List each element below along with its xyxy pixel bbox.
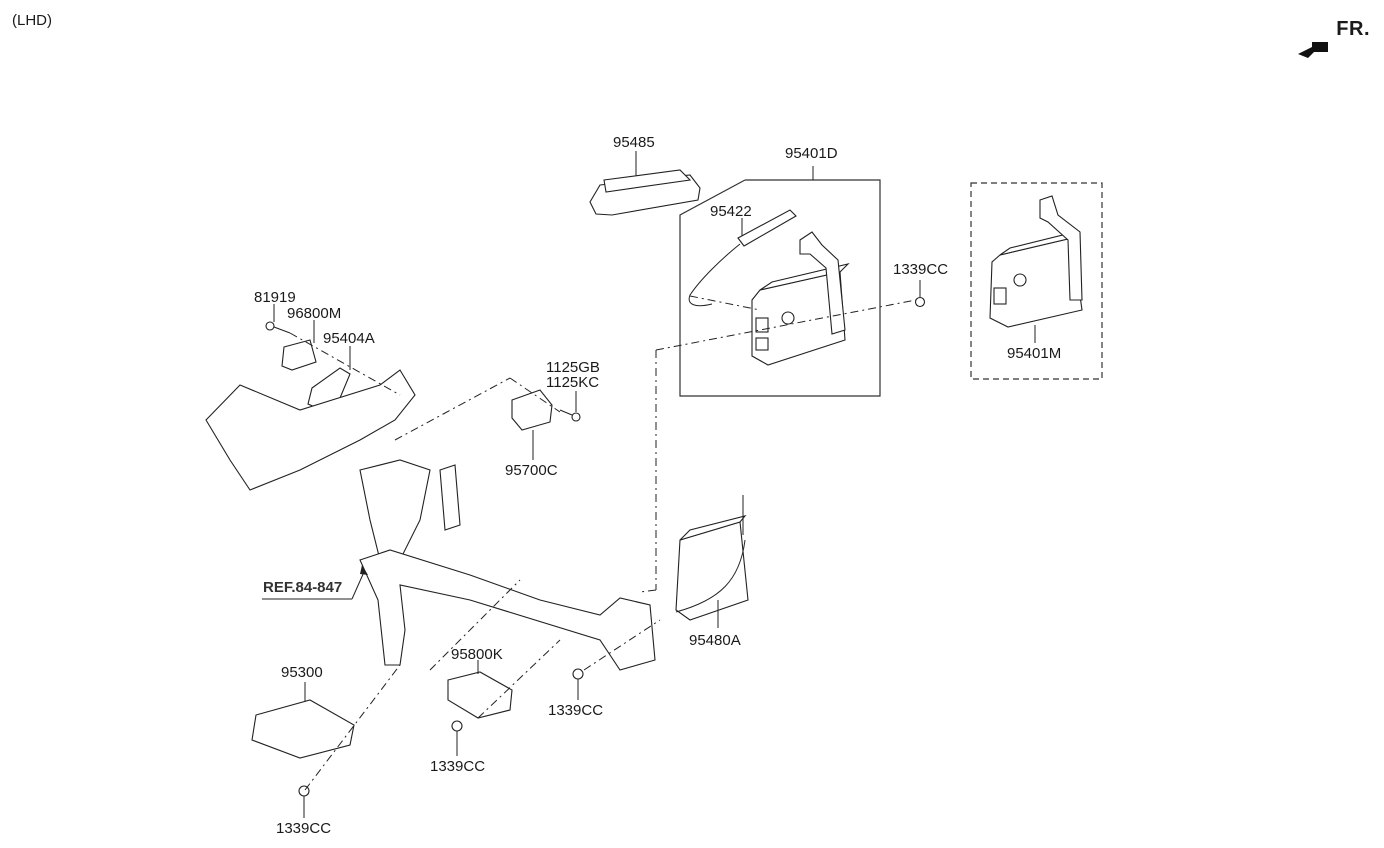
part-label-95401M[interactable]: 95401M [1007, 345, 1062, 362]
nut-1339CC-bottom[interactable] [298, 785, 310, 818]
part-label-95401D[interactable]: 95401D [785, 145, 838, 162]
reference-label[interactable]: REF.84-847 [263, 579, 343, 596]
assembly-box-95401M [970, 182, 1103, 380]
antenna-95422[interactable] [688, 209, 797, 307]
sensor-95700C[interactable] [511, 389, 553, 460]
nut-1339CC-mid[interactable] [451, 720, 463, 756]
part-label-95800K[interactable]: 95800K [451, 646, 503, 663]
part-label-95300[interactable]: 95300 [281, 664, 323, 681]
part-label-95480A[interactable]: 95480A [689, 632, 741, 649]
bolt-81919[interactable] [265, 304, 291, 334]
bracket-95485[interactable] [589, 151, 701, 216]
front-direction-label: FR. [1336, 18, 1370, 40]
nut-1339CC-top[interactable] [914, 280, 926, 308]
assembly-box-95401D [679, 179, 881, 397]
part-label-81919[interactable]: 81919 [254, 289, 296, 306]
bolt-1125GB-1125KC[interactable] [559, 391, 581, 422]
part-label-1125GB[interactable]: 1125GB [546, 359, 600, 376]
module-96800M[interactable] [281, 320, 317, 371]
part-label-1339CC-mid[interactable]: 1339CC [430, 758, 486, 775]
part-label-96800M[interactable]: 96800M [287, 305, 342, 322]
part-label-95422[interactable]: 95422 [710, 203, 752, 220]
assembly-lines [289, 295, 917, 791]
cowl-cross-bar-ref [205, 369, 656, 671]
reference-pointer [262, 565, 368, 600]
front-direction-indicator: FR. [1290, 18, 1370, 60]
part-label-95404A[interactable]: 95404A [323, 330, 375, 347]
part-label-95700C[interactable]: 95700C [505, 462, 558, 479]
variant-label: (LHD) [12, 12, 52, 29]
control-unit-95401D[interactable] [751, 231, 850, 366]
part-label-1339CC-right[interactable]: 1339CC [548, 702, 604, 719]
module-95480A[interactable] [675, 495, 749, 628]
module-95300[interactable] [251, 682, 355, 759]
nut-1339CC-right[interactable] [572, 668, 584, 700]
module-95800K[interactable] [447, 660, 513, 719]
forward-arrow-icon [1298, 42, 1328, 58]
part-label-1339CC-bottom[interactable]: 1339CC [276, 820, 332, 837]
part-label-95485[interactable]: 95485 [613, 134, 655, 151]
part-label-1125KC[interactable]: 1125KC [546, 374, 600, 391]
control-unit-95401M[interactable] [989, 195, 1083, 343]
part-label-1339CC-top[interactable]: 1339CC [893, 261, 949, 278]
